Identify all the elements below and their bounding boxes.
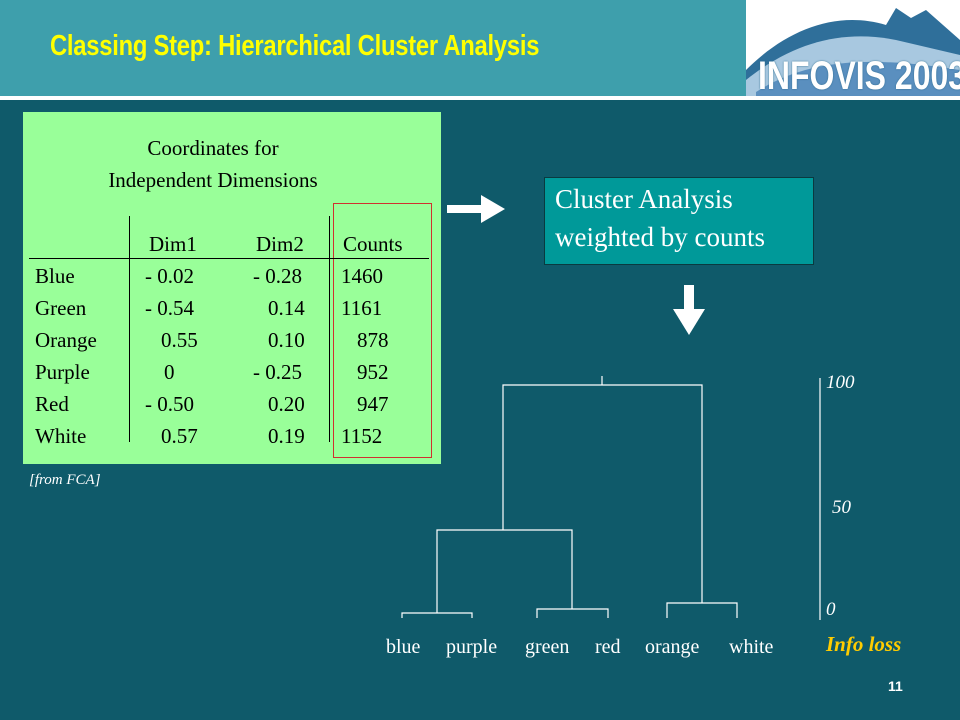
counts-column-divider — [329, 216, 330, 442]
header-dim2: Dim2 — [256, 232, 304, 256]
cluster-analysis-box: Cluster Analysis weighted by counts — [544, 177, 814, 265]
scale-tick-label: 50 — [832, 497, 851, 518]
slide-title: Classing Step: Hierarchical Cluster Anal… — [50, 30, 540, 62]
header-divider — [0, 96, 960, 100]
label-column-divider — [129, 216, 130, 442]
row-dim2: - 0.25 — [253, 360, 302, 384]
link-left-orangewhite — [502, 384, 703, 603]
row-dim2: 0.20 — [268, 392, 305, 416]
leaf-label: orange — [645, 636, 700, 658]
link-orange-white — [666, 602, 738, 618]
row-dim1: - 0.54 — [145, 296, 194, 320]
link-bluepurple-greenred — [436, 529, 573, 613]
row-counts: 1152 — [341, 424, 383, 448]
link-blue-purple — [401, 612, 473, 618]
row-label: Green — [35, 296, 87, 320]
row-label: Purple — [35, 360, 90, 384]
leaf-label: white — [729, 636, 774, 658]
infovis-logo: INFOVIS 2003 — [746, 0, 960, 96]
arrow-down-icon — [673, 285, 705, 335]
header-row-divider — [29, 258, 429, 259]
cluster-box-line1: Cluster Analysis — [555, 184, 733, 214]
source-note: [from FCA] — [29, 472, 101, 488]
row-dim2: 0.19 — [268, 424, 305, 448]
slide-header: Classing Step: Hierarchical Cluster Anal… — [0, 0, 960, 96]
row-dim2: 0.10 — [268, 328, 305, 352]
row-dim1: 0.57 — [161, 424, 198, 448]
leaf-label: red — [595, 636, 621, 658]
scale-tick-label: 0 — [826, 599, 836, 620]
row-dim1: 0.55 — [161, 328, 198, 352]
row-counts: 952 — [357, 360, 389, 384]
row-label: Orange — [35, 328, 97, 352]
leaf-label: blue — [386, 636, 421, 658]
scale-tick-label: 100 — [826, 372, 855, 393]
table-caption-line1: Coordinates for — [147, 136, 279, 160]
page-number: 11 — [888, 678, 903, 694]
row-dim1: - 0.02 — [145, 264, 194, 288]
row-dim2: 0.14 — [268, 296, 305, 320]
row-counts: 1161 — [341, 296, 383, 320]
row-label: White — [35, 424, 87, 448]
row-counts: 1460 — [341, 264, 383, 288]
cluster-box-line2: weighted by counts — [555, 222, 765, 252]
row-dim1: - 0.50 — [145, 392, 194, 416]
counts-highlight-box — [333, 203, 432, 458]
leaf-label: purple — [446, 636, 498, 658]
logo-text: INFOVIS 2003 — [758, 54, 960, 96]
row-label: Red — [35, 392, 69, 416]
row-dim2: - 0.28 — [253, 264, 302, 288]
infovis-mountain-logo — [746, 8, 960, 96]
link-green-red — [536, 608, 609, 618]
row-dim1: 0 — [164, 360, 175, 384]
coordinates-table: Coordinates for Independent Dimensions D… — [23, 112, 441, 464]
row-counts: 947 — [357, 392, 389, 416]
arrow-right-icon — [447, 195, 505, 223]
row-counts: 878 — [357, 328, 389, 352]
row-label: Blue — [35, 264, 75, 288]
info-loss-label: Info loss — [826, 632, 902, 656]
table-caption-line2: Independent Dimensions — [108, 168, 318, 192]
leaf-label: green — [525, 636, 570, 658]
header-dim1: Dim1 — [149, 232, 197, 256]
header-counts: Counts — [343, 232, 403, 256]
